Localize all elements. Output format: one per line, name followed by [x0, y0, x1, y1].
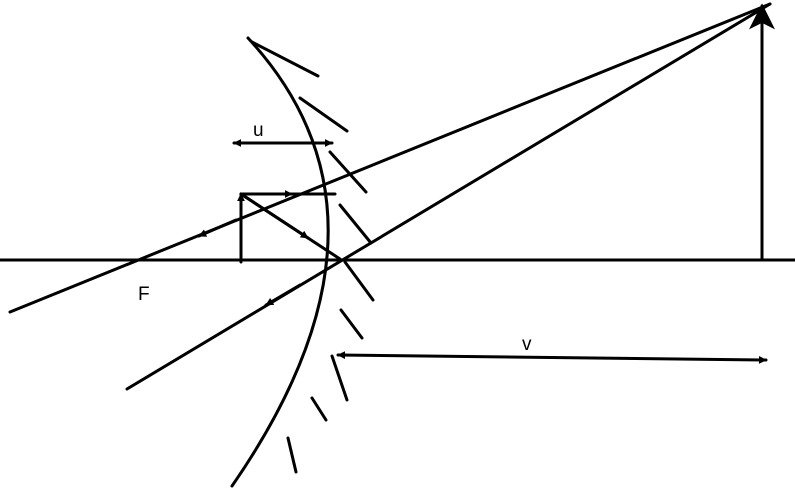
object-distance-label: u	[253, 120, 264, 141]
image-distance-label: v	[522, 334, 532, 355]
mirror-hatching	[250, 40, 375, 474]
focus-label: F	[138, 284, 150, 305]
ray-through-focus-arrow	[197, 218, 238, 238]
image-distance-arrow	[336, 351, 768, 364]
ray-to-pole-incident-arrow	[239, 192, 310, 240]
concave-mirror	[230, 36, 330, 488]
ray-from-pole-reflected	[125, 2, 772, 391]
ray-from-pole-arrow	[264, 283, 302, 307]
ray-through-focus-reflected	[8, 2, 772, 314]
